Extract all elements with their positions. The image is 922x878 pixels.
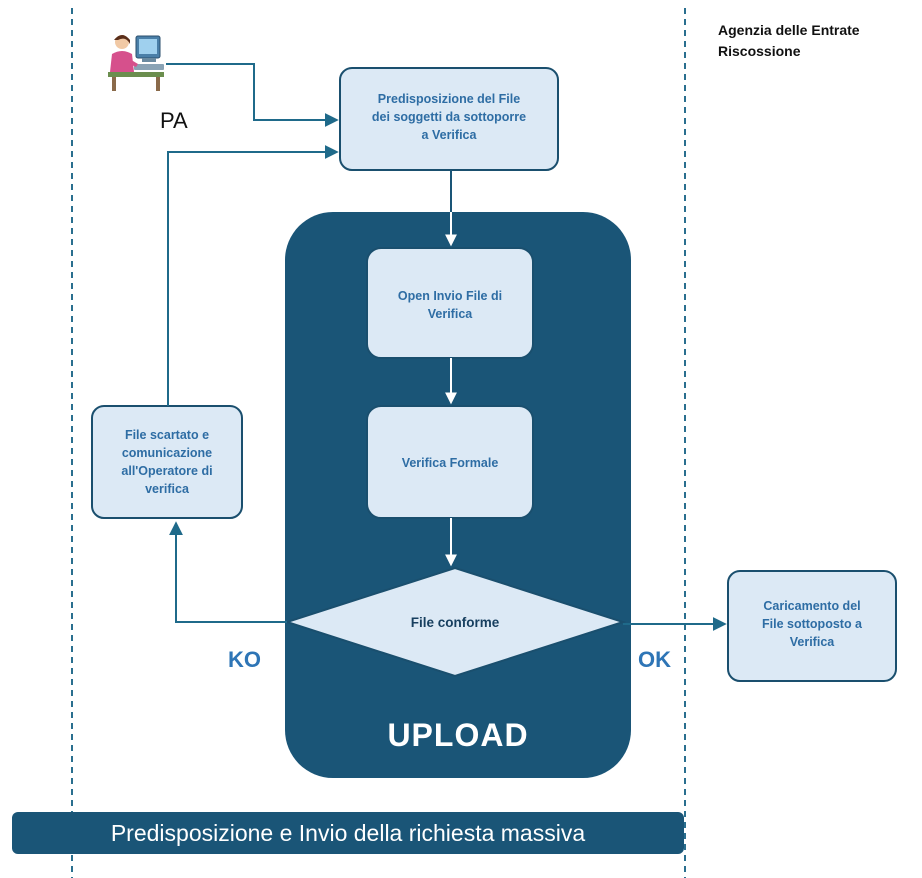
node-caricamento-line1: Caricamento del — [763, 599, 860, 613]
person-at-computer-icon — [108, 35, 164, 91]
ko-label: KO — [228, 647, 261, 672]
node-caricamento — [727, 570, 897, 682]
arrow-pa-to-predisposizione — [166, 63, 339, 127]
agency-title-line2: Riscossione — [718, 43, 801, 59]
node-open-invio-line2: Verifica — [428, 307, 474, 321]
node-file-scartato-line4: verifica — [145, 482, 190, 496]
node-file-scartato — [91, 405, 243, 519]
ok-label: OK — [638, 647, 671, 672]
node-file-scartato-line3: all'Operatore di — [121, 464, 212, 478]
arrow-ko-to-file-scartato — [169, 521, 287, 623]
node-caricamento-line2: File sottoposto a — [762, 617, 863, 631]
bottom-banner-text: Predisposizione e Invio della richiesta … — [111, 820, 585, 846]
arrow-file-scartato-to-predisposizione — [167, 145, 339, 406]
agency-title-line1: Agenzia delle Entrate — [718, 22, 860, 38]
actor-label: PA — [160, 108, 188, 133]
node-file-conforme-line1: File conforme — [411, 615, 500, 630]
node-open-invio — [366, 247, 534, 359]
node-predisposizione-line1: Predisposizione del File — [378, 92, 520, 106]
node-predisposizione-line3: a Verifica — [422, 128, 478, 142]
node-caricamento-line3: Verifica — [790, 635, 836, 649]
node-file-conforme — [283, 566, 627, 678]
node-predisposizione — [339, 67, 559, 171]
node-predisposizione-line2: dei soggetti da sottoporre — [372, 110, 526, 124]
node-verifica-formale-line1: Verifica Formale — [402, 456, 499, 470]
node-file-scartato-line1: File scartato e — [125, 428, 209, 442]
node-file-scartato-line2: comunicazione — [122, 446, 212, 460]
node-open-invio-line1: Open Invio File di — [398, 289, 502, 303]
bottom-banner — [12, 812, 684, 854]
upload-label: UPLOAD — [387, 717, 528, 753]
